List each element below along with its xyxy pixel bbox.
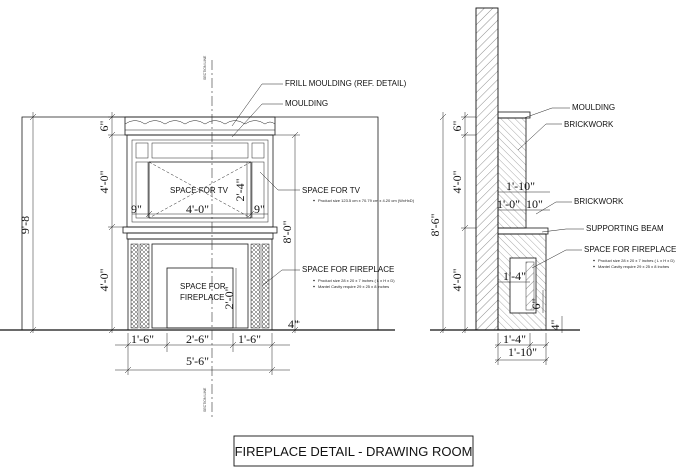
side-wall bbox=[475, 7, 499, 331]
dim-front-top: 6" bbox=[97, 120, 111, 131]
tv-dimensions: 2'-4" 9" 4'-0" 9" bbox=[131, 162, 268, 218]
dim-side-top: 6" bbox=[450, 120, 464, 131]
mantel-shelf bbox=[122, 226, 278, 240]
title-box bbox=[233, 435, 474, 467]
dim-front-base: 4" bbox=[288, 317, 299, 331]
side-section: 6" 4'-0" 4'-0" 8'-6" 1'-10" 1'-0" 10" 1'… bbox=[428, 7, 676, 365]
dim-fireplace-height: 2'-0" bbox=[222, 286, 236, 309]
dim-bottom-mid: 2'-6" bbox=[186, 332, 209, 346]
side-fireplace-note-2: Mantel Cavity require 29 x 25 x 8 inches bbox=[598, 264, 669, 269]
fireplace-note-1: Product size 28 x 20 x 7 inches ( L x H … bbox=[318, 278, 395, 283]
frill-leader bbox=[231, 83, 283, 127]
side-brick1-label: BRICKWORK bbox=[564, 120, 614, 129]
tv-callout-label: SPACE FOR TV bbox=[302, 186, 361, 195]
side-fireplace-note-1: Product size 28 x 20 x 7 inches ( L x H … bbox=[598, 258, 675, 263]
fireplace-note-2: Mantel Cavity require 29 x 25 x 8 inches bbox=[318, 284, 389, 289]
dim-bottom-right: 1'-6" bbox=[238, 332, 261, 346]
drawing-title: FIREPLACE DETAIL - DRAWING ROOM bbox=[235, 444, 473, 459]
tv-callout-leader bbox=[259, 171, 300, 191]
side-bottom-dimensions: 1'-4" 1'-10" bbox=[494, 332, 550, 365]
fireplace-space bbox=[166, 267, 234, 329]
dim-side-lower: 4'-0" bbox=[450, 268, 464, 291]
dim-side-d4: 1'-4" bbox=[503, 269, 526, 283]
side-brick2-leader bbox=[535, 201, 572, 215]
dim-side-bottom1: 1'-4" bbox=[503, 332, 526, 346]
side-fireplace-label: SPACE FOR FIREPLACE bbox=[584, 245, 676, 254]
side-brick1-leader bbox=[517, 123, 562, 151]
front-right-dimensions: 8'-0" 4" bbox=[275, 131, 300, 334]
side-beam-leader bbox=[541, 228, 584, 233]
dim-front-lower: 4'-0" bbox=[97, 268, 111, 291]
fireplace-label-2: FIREPLACE bbox=[180, 293, 224, 302]
dim-side-d1: 1'-10" bbox=[506, 179, 535, 193]
front-left-dimensions: 6" 4'-0" 4'-0" 9'-8 bbox=[18, 112, 128, 334]
dim-side-total: 8'-6" bbox=[428, 213, 442, 236]
dim-tv-side-left: 9" bbox=[131, 202, 142, 216]
side-brickwork-upper bbox=[497, 117, 527, 229]
tv-space bbox=[148, 161, 252, 219]
fireplace-callout-label: SPACE FOR FIREPLACE bbox=[302, 265, 394, 274]
dim-side-d5: 6" bbox=[529, 298, 543, 309]
side-moulding-leader bbox=[523, 107, 570, 119]
fireplace-callout-leader bbox=[261, 269, 300, 287]
front-bottom-dimensions: 1'-6" 2'-6" 1'-6" 5'-6" bbox=[115, 332, 290, 375]
moulding-label-front: MOULDING bbox=[285, 99, 328, 108]
fireplace-surround bbox=[127, 238, 273, 331]
dim-side-base: 4" bbox=[548, 319, 562, 330]
dim-front-inner-height: 8'-0" bbox=[280, 220, 294, 243]
side-depth-dimensions: 1'-10" 1'-0" 10" 1'-4" 6" 4" bbox=[497, 179, 563, 333]
dim-bottom-total: 5'-6" bbox=[186, 354, 209, 368]
dim-side-d3: 10" bbox=[526, 197, 543, 211]
side-beam-label: SUPPORTING BEAM bbox=[586, 224, 664, 233]
side-brick2-label: BRICKWORK bbox=[574, 197, 624, 206]
dim-tv-side-right: 9" bbox=[254, 202, 265, 216]
left-column bbox=[130, 243, 139, 329]
frill-moulding-label: FRILL MOULDING (REF. DETAIL) bbox=[285, 79, 407, 88]
dim-tv-width: 4'-0" bbox=[186, 202, 209, 216]
dim-side-bottom2: 1'-10" bbox=[508, 345, 537, 359]
dim-front-upper: 4'-0" bbox=[97, 170, 111, 193]
front-elevation: SECTION LINE SECTION LINE 6" 4'-0" 4'-0"… bbox=[0, 55, 415, 420]
dim-bottom-left: 1'-6" bbox=[131, 332, 154, 346]
fireplace-label-1: SPACE FOR bbox=[180, 282, 226, 291]
section-line-label-top: SECTION LINE bbox=[203, 55, 207, 80]
dim-front-total: 9'-8 bbox=[18, 216, 32, 234]
side-mantel bbox=[497, 227, 549, 235]
side-moulding bbox=[497, 111, 531, 119]
dim-tv-height: 2'-4" bbox=[233, 178, 247, 201]
dim-side-d2: 1'-0" bbox=[497, 197, 520, 211]
right-column bbox=[250, 243, 261, 329]
dim-side-upper: 4'-0" bbox=[450, 170, 464, 193]
frill-moulding bbox=[124, 116, 276, 136]
moulding-leader bbox=[231, 103, 283, 138]
tv-note: Product size 123.5 cm x 70.79 cm x 4.20 … bbox=[318, 198, 415, 203]
section-line-label-bottom: SECTION LINE bbox=[203, 387, 207, 412]
side-moulding-label: MOULDING bbox=[572, 103, 615, 112]
side-left-dimensions: 6" 4'-0" 4'-0" 8'-6" bbox=[428, 112, 476, 334]
overmantel bbox=[126, 134, 274, 228]
tv-space-label: SPACE FOR TV bbox=[170, 186, 229, 195]
side-fireplace-leader bbox=[531, 249, 582, 269]
fireplace-height-dimension: 2'-0" bbox=[222, 268, 237, 328]
